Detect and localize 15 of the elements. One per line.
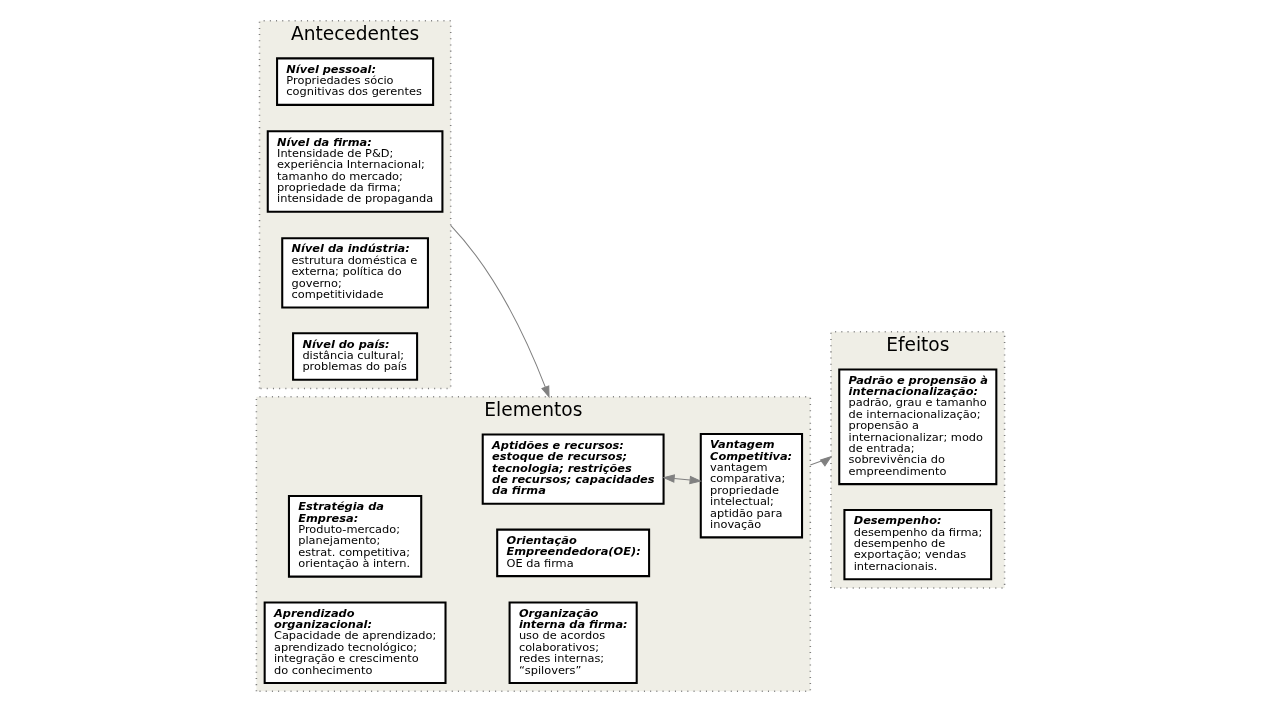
- arrow: [809, 455, 833, 467]
- node-box: Nível pessoal: Propriedades sócio cognitivas dos gerentes: [276, 57, 435, 106]
- node-box: Nível da firma: Intensidade de P&D; experiência Internacional; tamanho do mercado; propriedade da firma; intensidade de propaganda: [266, 130, 444, 213]
- node-box: Orientação Empreendedora(OE): OE da firma: [496, 528, 651, 578]
- node-box: Estratégia da Empresa: Produto-mercado; planejamento; estrat. competitiva; orientação à intern.: [287, 495, 423, 578]
- arrow: [450, 224, 550, 399]
- node-box: Aptidões e recursos: estoque de recursos; tecnologia; restrições de recursos; capacidades da firma: [481, 433, 665, 505]
- node-box: Desempenho: desempenho da firma; desempenho de exportação; vendas internacionais.: [843, 508, 993, 581]
- node-box: Aprendizado organizacional: Capacidade de aprendizado; aprendizado tecnológico; integração e crescimento do conhecimento: [263, 601, 447, 685]
- node-box: Padrão e propensão à internacionalização: padrão, grau e tamanho de internacionalização; propensão a internacionalizar; modo de entrada; sobrevivência do empreendimento: [838, 368, 998, 486]
- arrow: [662, 474, 702, 485]
- node-box: Nível da indústria: estrutura doméstica e externa; política do governo; competitividade: [281, 237, 429, 309]
- node-box: Nível do país: distância cultural; problemas do país: [292, 332, 419, 381]
- node-box: Organização interna da firma: uso de acordos colaborativos; redes internas; “spilovers”: [508, 601, 638, 685]
- node-box: Vantagem Competitiva: vantagem comparativa; propriedade intelectual; aptidão para inovação: [699, 433, 804, 539]
